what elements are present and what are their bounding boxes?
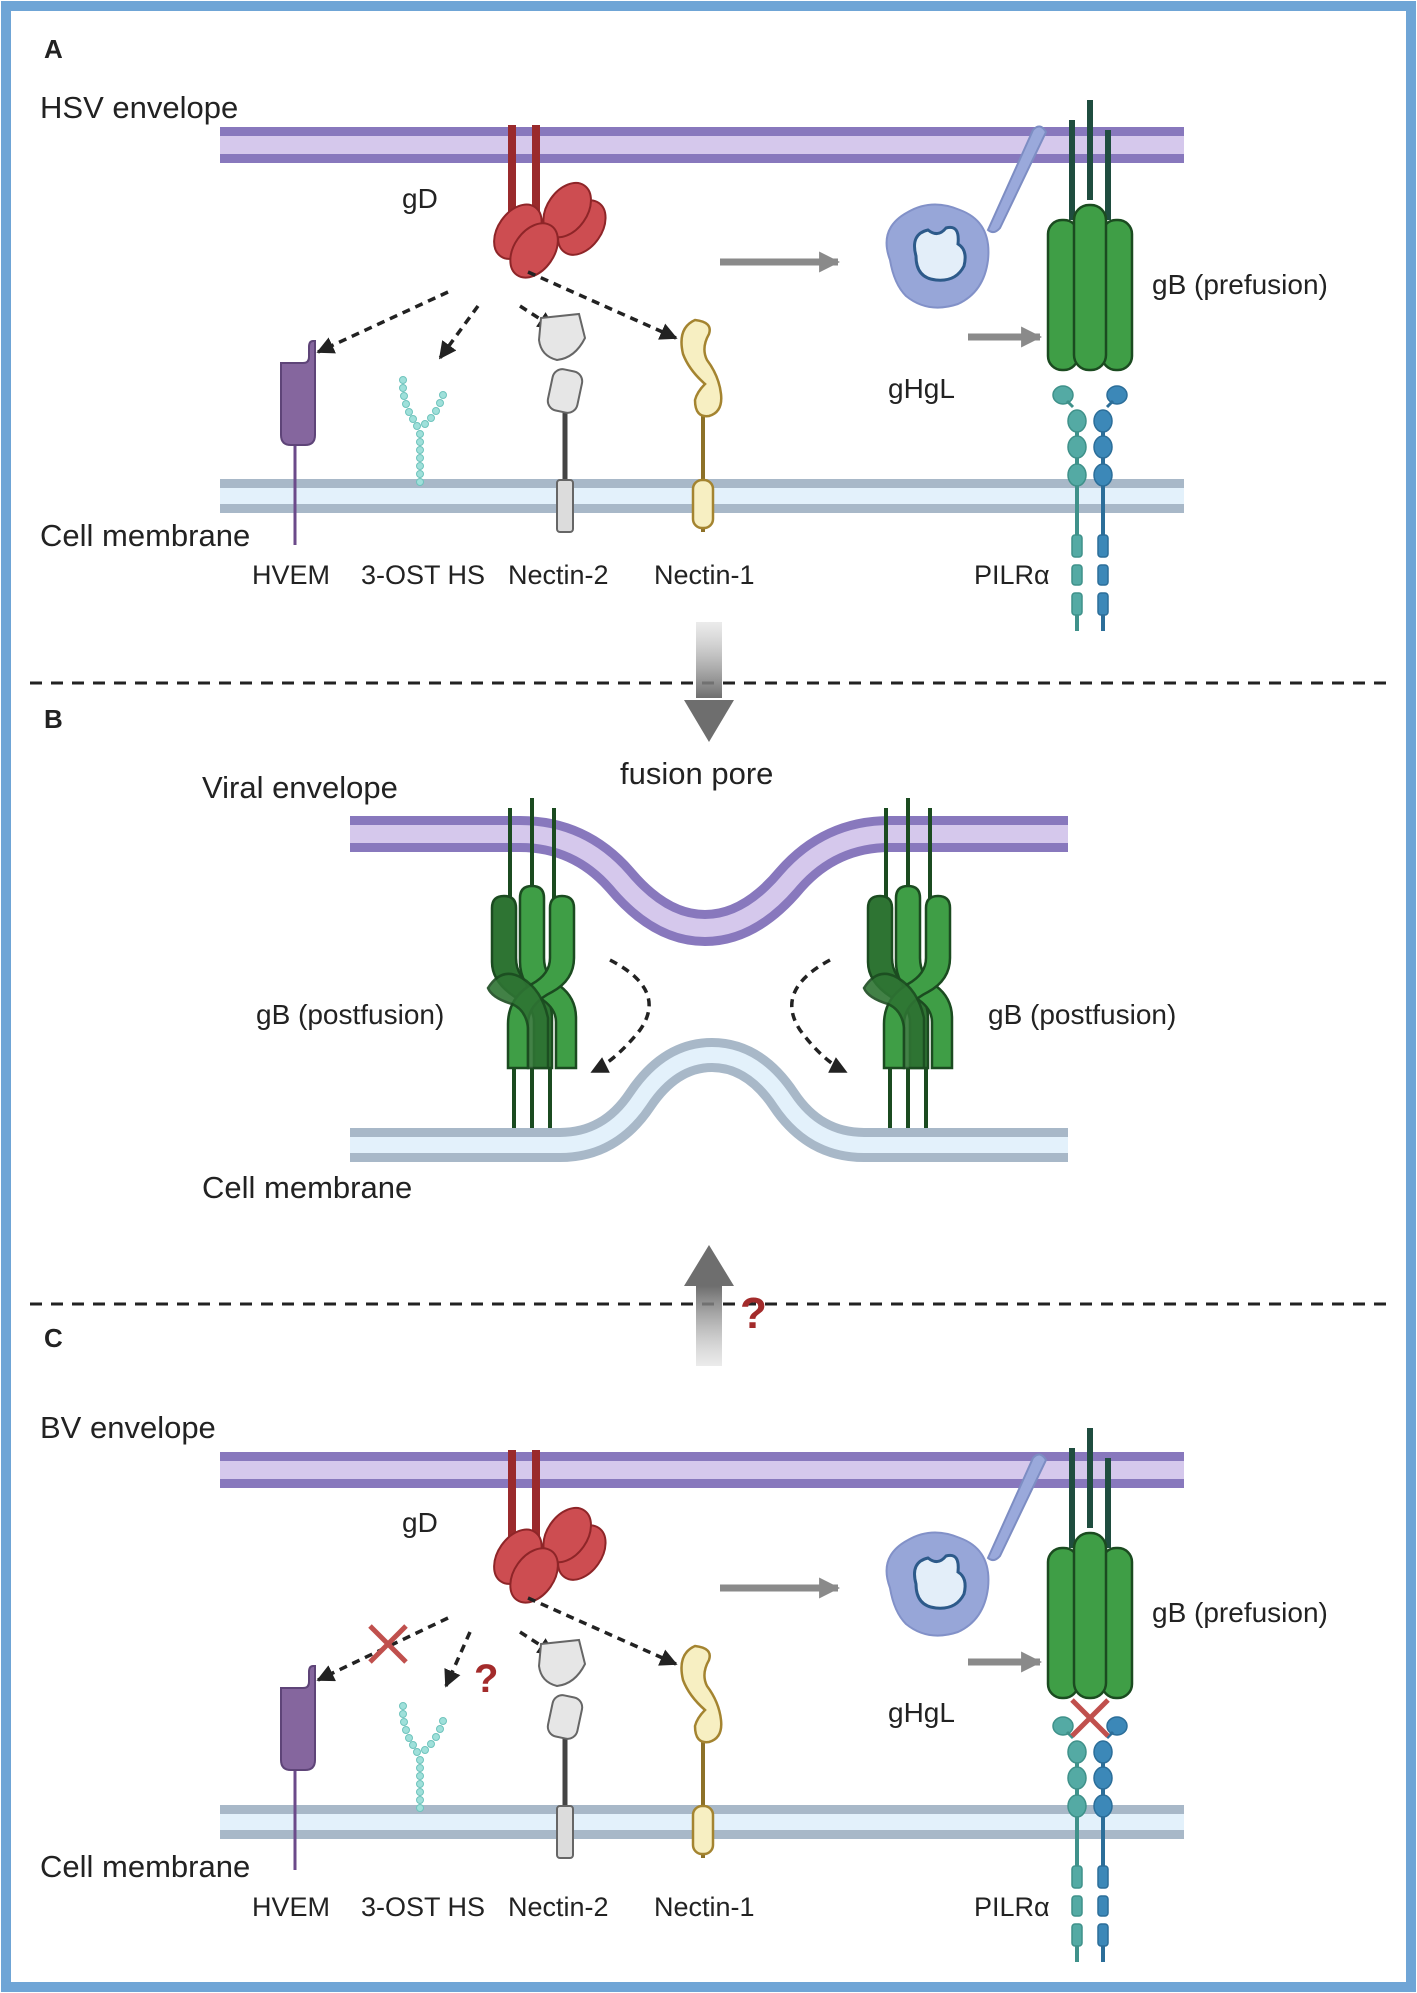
receptor-label-nectin-1-c: Nectin-1	[654, 1892, 755, 1922]
pilr-alpha-label: PILRα	[974, 560, 1050, 590]
panel-b-cell-membrane-label: Cell membrane	[202, 1170, 412, 1205]
hs-question-mark: ?	[474, 1657, 498, 1701]
gb-prefusion-label: gB (prefusion)	[1152, 269, 1328, 300]
pilr-block-cross	[1070, 1698, 1110, 1738]
panel-c-letter: C	[44, 1323, 63, 1353]
gb-postfusion-right-label: gB (postfusion)	[988, 999, 1176, 1030]
panel-a-letter: A	[44, 34, 63, 64]
ghgl-label-c: gHgL	[888, 1697, 955, 1728]
cell-membrane-curved	[350, 1037, 1068, 1162]
panel-a-cell-membrane-label: Cell membrane	[40, 518, 250, 553]
receptor-label-hvem: HVEM	[252, 560, 330, 590]
transition-question-mark: ?	[740, 1289, 767, 1338]
gb-fold-arrow-right	[790, 958, 848, 1074]
receptor-label-hvem-c: HVEM	[252, 1892, 330, 1922]
panel-b-envelope-label: Viral envelope	[202, 770, 398, 805]
gd-label-c: gD	[402, 1507, 438, 1538]
gb-prefusion-label-c: gB (prefusion)	[1152, 1597, 1328, 1628]
transition-arrow-a-to-b	[684, 622, 734, 742]
receptor-label-3-ost-hs: 3-OST HS	[361, 560, 485, 590]
receptor-label-3-ost-hs-c: 3-OST HS	[361, 1892, 485, 1922]
panel-a: A HSV envelope Cell membrane gD HVEM 3-O…	[40, 34, 1328, 633]
ghgl-label: gHgL	[888, 373, 955, 404]
panel-c-cell-membrane-label: Cell membrane	[40, 1849, 250, 1884]
hvem-block-cross	[368, 1624, 408, 1664]
transition-arrow-c-to-b	[684, 1245, 734, 1366]
bv-envelope-membrane	[220, 1452, 1184, 1488]
panel-b: B Viral envelope fusion pore Cell membra…	[44, 704, 1176, 1205]
receptor-label-nectin-2-c: Nectin-2	[508, 1892, 609, 1922]
gd-label: gD	[402, 183, 438, 214]
receptor-label-nectin-2: Nectin-2	[508, 560, 609, 590]
panel-b-letter: B	[44, 704, 63, 734]
panel-c-envelope-label: BV envelope	[40, 1410, 216, 1445]
viral-envelope-curved	[350, 816, 1068, 947]
gb-postfusion-left-label: gB (postfusion)	[256, 999, 444, 1030]
receptor-label-nectin-1: Nectin-1	[654, 560, 755, 590]
fusion-pore-label: fusion pore	[620, 756, 773, 791]
panel-a-envelope-label: HSV envelope	[40, 90, 238, 125]
gb-fold-arrow-left	[590, 958, 651, 1074]
panel-c: C BV envelope Cell membrane gD ? HVEM	[40, 1323, 1328, 1964]
pilr-alpha-label-c: PILRα	[974, 1892, 1050, 1922]
